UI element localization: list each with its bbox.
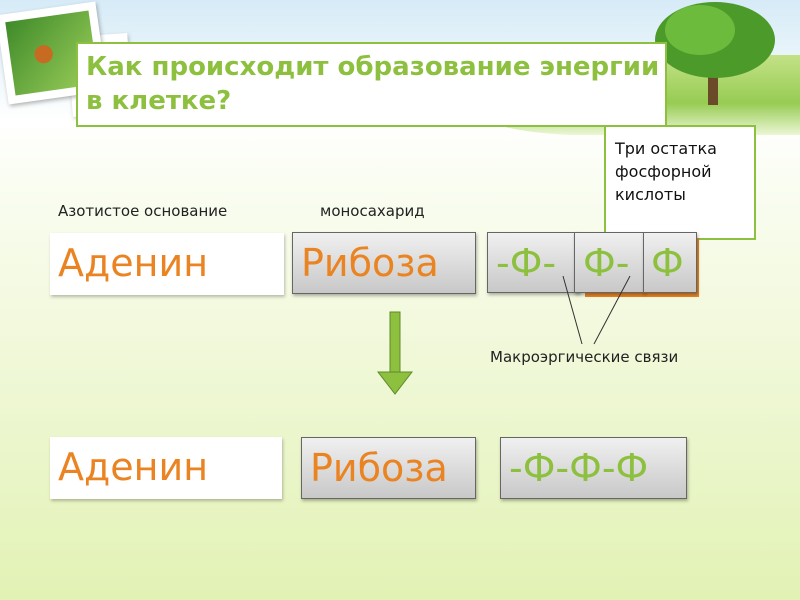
sugar-label: моносахарид <box>320 202 425 220</box>
slide-title: Как происходит образование энергии в кле… <box>76 42 667 127</box>
phosphate-box-2: Ф- <box>574 232 645 293</box>
phosphate-callout: Три остатка фосфорной кислоты <box>604 125 756 240</box>
tree-decoration <box>655 2 775 105</box>
ribose-box-2: Рибоза <box>301 437 476 499</box>
adenine-box-2: Аденин <box>50 437 282 499</box>
adenine-box-1: Аденин <box>50 233 284 295</box>
phosphate-box-1: -Ф- <box>487 232 580 293</box>
ribose-box-1: Рибоза <box>292 232 476 294</box>
down-arrow-icon <box>376 311 414 395</box>
phosphate-box-3: Ф <box>643 232 697 293</box>
base-label: Азотистое основание <box>58 202 228 220</box>
bonds-label: Макроэргические связи <box>490 348 679 366</box>
phosphates-box-2: -Ф-Ф-Ф <box>500 437 687 499</box>
